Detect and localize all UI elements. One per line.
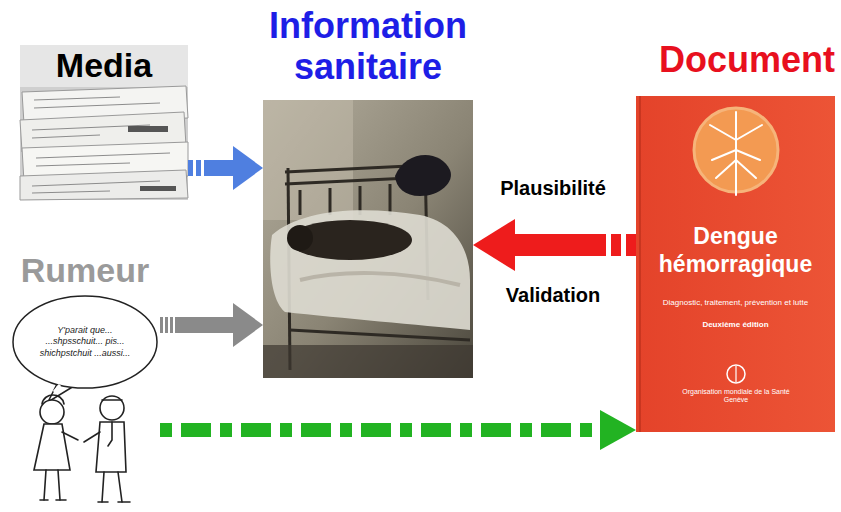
patient-photo [263,100,473,378]
edge-annotation: Validation [473,283,633,307]
document-title: Document [659,40,835,80]
media-arrow [188,146,263,190]
plausibility-arrow [473,219,636,271]
speech-bubble-text: Y'parait que... ...shpsschuit... pis... … [30,316,140,368]
arrow-head [473,219,515,271]
health-information: Information sanitaire [263,5,473,378]
central-title: Information sanitaire [238,5,498,88]
source-title: Media [20,47,188,84]
source-title: Rumeur [10,252,160,289]
media-source: Media [20,45,188,200]
book-publisher: Organisation mondiale de la Santé Genève [681,388,791,405]
verification-arrow [160,410,636,450]
arrow-shaft [160,423,601,437]
edge-annotation: Plausibilité [473,176,633,200]
arrow-shaft [188,160,234,176]
rumour-source: RumeurY'parait que... ...shpsschuit... p… [10,250,160,506]
arrow-head [600,410,636,450]
book-cover [636,96,835,432]
book-title: Dengue hémorragique [640,223,831,278]
arrow-shaft [514,234,636,256]
arrow-head [233,303,263,347]
newspaper-stack [20,45,188,200]
book-subtitle: Diagnostic, traitement, prévention et lu… [646,298,825,308]
book-edition: Deuxième édition [646,320,825,330]
rumour-arrow [160,303,263,347]
reference-document: DocumentDengue hémorragiqueDiagnostic, t… [636,40,835,432]
rumour-cartoon [13,296,157,502]
arrow-head [233,146,263,190]
arrow-shaft [160,317,234,333]
